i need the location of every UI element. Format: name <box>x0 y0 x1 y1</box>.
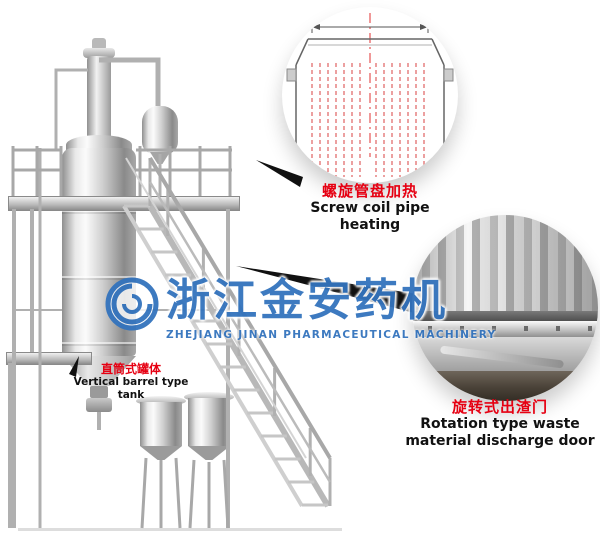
tank-part-label: 直筒式罐体 Vertical barrel type tank <box>64 362 198 402</box>
operating-platform <box>8 196 240 211</box>
flange-bolts <box>412 326 598 331</box>
watermark-en: ZHEJIANG JINAN PHARMACEUTICAL MACHINERY <box>166 328 497 341</box>
floor-line <box>18 528 342 531</box>
discharge-callout-image <box>412 215 598 401</box>
condenser-top-fitting <box>92 38 106 50</box>
collection-tank-left-rim <box>136 396 186 406</box>
discharge-valve <box>86 398 112 412</box>
tank-label-en: Vertical barrel type tank <box>73 376 189 401</box>
watermark-cn: 浙江金安药机 <box>166 275 448 326</box>
collection-tank-legs <box>140 457 230 529</box>
coil-lines <box>311 63 425 177</box>
heating-label-cn: 螺旋管盘加热 <box>321 182 418 200</box>
arrow-to-heating-icon <box>256 160 303 187</box>
collection-tank-right-rim <box>184 392 234 402</box>
discharge-label-en: Rotation type waste material discharge d… <box>405 416 595 449</box>
tank-seam <box>412 311 598 321</box>
discharge-label-cn: 旋转式出渣门 <box>451 398 548 416</box>
watermark-text: 浙江金安药机 ZHEJIANG JINAN PHARMACEUTICAL MAC… <box>166 275 497 341</box>
heating-callout-label: 螺旋管盘加热 Screw coil pipe heating <box>278 182 462 234</box>
platform-railing <box>11 146 232 196</box>
door-mechanism <box>412 371 598 401</box>
lower-platform <box>6 352 92 365</box>
tank-shell-photo-area <box>412 215 598 311</box>
staircase <box>122 156 332 508</box>
collection-tank-right-body <box>188 398 230 446</box>
condenser-cap <box>83 48 115 58</box>
heating-label-en: Screw coil pipe heating <box>310 200 430 233</box>
coil-drawing <box>286 13 454 183</box>
arrow-tank-label-icon <box>69 356 79 377</box>
callout-arrows <box>69 160 417 377</box>
tank-label-cn: 直筒式罐体 <box>100 362 161 376</box>
brand-watermark: 浙江金安药机 ZHEJIANG JINAN PHARMACEUTICAL MAC… <box>104 275 497 341</box>
receiver-vessel <box>142 106 178 154</box>
support-legs <box>8 209 230 528</box>
tank-outlet-pipe <box>90 386 108 398</box>
pipework <box>38 57 162 528</box>
arrow-to-discharge-icon <box>236 266 417 313</box>
condenser-column <box>87 56 111 140</box>
collection-tank-left-body <box>140 402 182 446</box>
extraction-unit-illustration <box>6 38 342 531</box>
company-logo-icon <box>105 277 159 331</box>
heating-callout-image <box>282 7 458 183</box>
discharge-callout-label: 旋转式出渣门 Rotation type waste material disc… <box>402 398 598 450</box>
